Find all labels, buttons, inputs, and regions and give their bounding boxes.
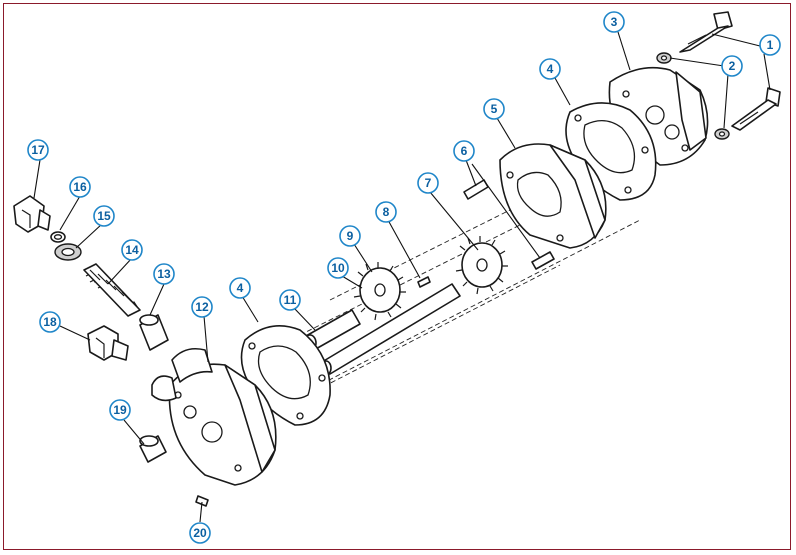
svg-text:6: 6 <box>461 144 468 158</box>
callout-4-lower: 4 <box>229 277 251 299</box>
callout-20: 20 <box>189 522 211 544</box>
callout-5: 5 <box>483 98 505 120</box>
seal-washer <box>54 243 82 261</box>
callout-14: 14 <box>121 239 143 261</box>
svg-text:20: 20 <box>193 526 207 540</box>
svg-text:8: 8 <box>383 205 390 219</box>
callout-12: 12 <box>191 296 213 318</box>
drive-gear <box>353 262 406 321</box>
relief-plug <box>13 195 51 233</box>
svg-text:1: 1 <box>767 38 774 52</box>
callout-13: 13 <box>153 263 175 285</box>
callout-9: 9 <box>339 225 361 247</box>
callout-18: 18 <box>39 311 61 333</box>
callout-1: 1 <box>759 34 781 56</box>
svg-text:7: 7 <box>425 176 432 190</box>
callout-11: 11 <box>279 289 301 311</box>
svg-text:5: 5 <box>491 102 498 116</box>
svg-text:3: 3 <box>611 15 618 29</box>
svg-text:2: 2 <box>729 59 736 73</box>
svg-text:15: 15 <box>97 209 111 223</box>
hex-fitting <box>87 325 129 361</box>
front-housing <box>151 347 277 486</box>
svg-text:4: 4 <box>547 62 554 76</box>
callout-8: 8 <box>375 201 397 223</box>
callout-16: 16 <box>69 176 91 198</box>
leader-lines <box>33 31 771 523</box>
relief-sleeve <box>139 314 169 351</box>
callout-7: 7 <box>417 172 439 194</box>
svg-text:16: 16 <box>73 180 87 194</box>
roll-pin <box>195 495 209 507</box>
key <box>417 276 431 288</box>
callout-6: 6 <box>453 140 475 162</box>
callout-15: 15 <box>93 205 115 227</box>
callout-4-upper: 4 <box>539 58 561 80</box>
svg-text:12: 12 <box>195 300 209 314</box>
pump-body <box>499 143 607 249</box>
callout-19: 19 <box>109 399 131 421</box>
svg-text:4: 4 <box>237 281 244 295</box>
dowel-pin-upper <box>463 179 489 200</box>
bolt-upper <box>679 11 733 53</box>
bolt-lower <box>731 87 781 131</box>
housing-pin <box>139 435 167 463</box>
svg-text:17: 17 <box>31 143 45 157</box>
callout-17: 17 <box>27 139 49 161</box>
washer-upper <box>656 52 672 64</box>
o-ring <box>50 231 66 243</box>
svg-text:13: 13 <box>157 267 171 281</box>
svg-text:14: 14 <box>125 243 139 257</box>
svg-text:11: 11 <box>284 293 297 307</box>
callout-3: 3 <box>603 11 625 33</box>
svg-text:19: 19 <box>113 403 127 417</box>
svg-text:9: 9 <box>347 229 354 243</box>
callout-10: 10 <box>327 257 349 279</box>
relief-spring <box>83 263 141 317</box>
svg-text:10: 10 <box>331 261 345 275</box>
dowel-pin-lower <box>531 251 555 270</box>
callout-2: 2 <box>721 55 743 77</box>
svg-text:18: 18 <box>43 315 57 329</box>
washer-lower <box>714 128 730 140</box>
driven-gear <box>455 236 508 295</box>
